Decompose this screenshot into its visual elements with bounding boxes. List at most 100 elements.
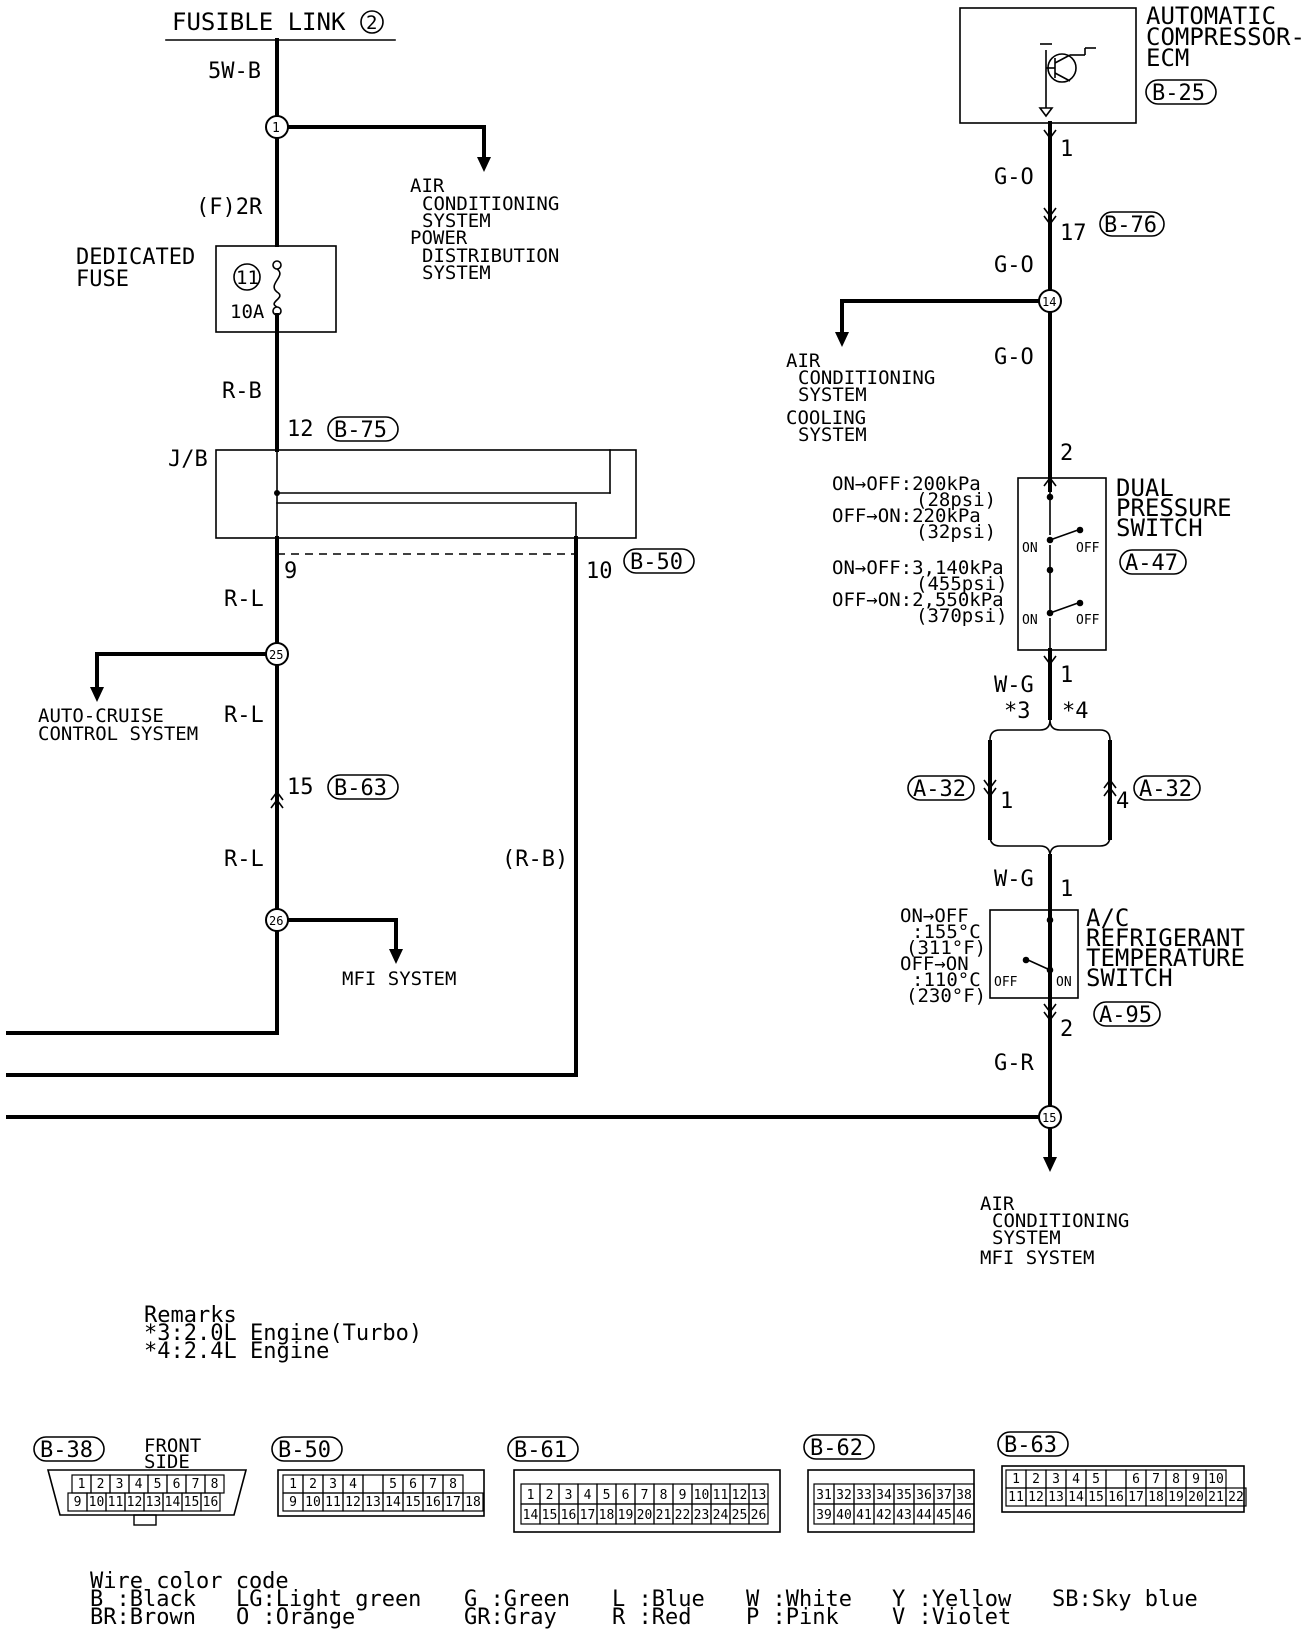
connector-pin-label: 12 bbox=[127, 1495, 143, 1510]
dest-cruise-1: CONTROL SYSTEM bbox=[38, 723, 198, 745]
connector-pin-label: 15 bbox=[184, 1495, 200, 1510]
connector-b63-badge bbox=[327, 774, 399, 800]
connector-pin-label: 14 bbox=[165, 1495, 181, 1510]
connector-pin-label: 25 bbox=[732, 1508, 748, 1523]
connector-pin-label: 9 bbox=[1192, 1472, 1200, 1487]
dest-top-2: SYSTEM bbox=[422, 210, 491, 232]
connector-pin-label: 6 bbox=[409, 1477, 417, 1492]
connector-pin-label: 26 bbox=[751, 1508, 767, 1523]
connector-b25-badge bbox=[1145, 79, 1217, 105]
connector-pin-label: 18 bbox=[465, 1495, 481, 1510]
connector-pin-label: 3 bbox=[116, 1477, 124, 1492]
wire-label-5wb: 5W-B bbox=[208, 59, 261, 84]
dps-spec-4b: (370psi) bbox=[916, 605, 1008, 627]
connector-pin-label: 33 bbox=[856, 1488, 872, 1503]
wire-label-rb: R-B bbox=[222, 379, 262, 404]
dest-ac-4: SYSTEM bbox=[798, 424, 867, 446]
fusible-link-badge bbox=[360, 10, 384, 34]
color-code-6: L :Blue bbox=[612, 1587, 705, 1612]
connector-pin-label: 6 bbox=[622, 1488, 630, 1503]
connector-pin-label: 14 bbox=[1068, 1490, 1084, 1505]
connector-chevron-icon bbox=[983, 779, 997, 798]
connector-pin-label: 39 bbox=[816, 1508, 832, 1523]
arrow-head-icon bbox=[1043, 1157, 1057, 1172]
connector-pin-label: 43 bbox=[896, 1508, 912, 1523]
dps-internal bbox=[1046, 478, 1084, 650]
dest-bottom-3: MFI SYSTEM bbox=[980, 1247, 1094, 1269]
connector-pin-label: 1 bbox=[1012, 1472, 1020, 1487]
connector-pin-label: 10 bbox=[89, 1495, 105, 1510]
junction-15 bbox=[1038, 1105, 1062, 1129]
dps-spec-2: OFF→ON:220kPa bbox=[832, 505, 981, 527]
connector-pin-label: 41 bbox=[856, 1508, 872, 1523]
connector-pin-label: 6 bbox=[173, 1477, 181, 1492]
arts-pin-top: 1 bbox=[1060, 877, 1073, 902]
connector-pin-cell bbox=[748, 1503, 769, 1525]
jb-label: J/B bbox=[168, 447, 208, 472]
connector-pin-label: 8 bbox=[449, 1477, 457, 1492]
connector-pin-label: 2 bbox=[546, 1488, 554, 1503]
arrow-head-icon bbox=[389, 949, 403, 964]
connector-pin-label: 24 bbox=[713, 1508, 729, 1523]
connector-pin-label: 13 bbox=[365, 1495, 381, 1510]
wire-label-go-1: G-O bbox=[994, 165, 1034, 190]
wire-label-go-2: G-O bbox=[994, 253, 1034, 278]
connector-pin-label: 22 bbox=[675, 1508, 691, 1523]
arts-spec-4: OFF→ON bbox=[900, 953, 969, 975]
connector-pin-label: 12 bbox=[732, 1488, 748, 1503]
fuse-label-2: FUSE bbox=[76, 267, 129, 292]
dps-off-2: OFF bbox=[1076, 613, 1100, 628]
connector-a95-id: A-95 bbox=[1099, 1003, 1152, 1028]
dps-pin-bot: 1 bbox=[1060, 663, 1073, 688]
transistor-icon bbox=[1038, 43, 1096, 118]
connector-b75-id: B-75 bbox=[334, 418, 387, 443]
connector-pin-label: 18 bbox=[599, 1508, 615, 1523]
connector-pin-label: 5 bbox=[389, 1477, 397, 1492]
color-code-9: P :Pink bbox=[746, 1605, 839, 1630]
connector-face-b63-id: B-63 bbox=[1004, 1433, 1057, 1458]
color-code-11: V :Violet bbox=[892, 1605, 1011, 1630]
fuse-number-badge bbox=[233, 263, 261, 291]
a32-star3: *3 bbox=[1004, 699, 1031, 724]
dps-label-1: DUAL bbox=[1116, 474, 1174, 502]
junction-14 bbox=[1038, 289, 1062, 313]
connector-pin-label: 5 bbox=[603, 1488, 611, 1503]
connector-pin-label: 2 bbox=[309, 1477, 317, 1492]
connector-b25-id: B-25 bbox=[1152, 81, 1205, 106]
junction-14-label: 14 bbox=[1042, 295, 1056, 309]
arts-on: ON bbox=[1056, 975, 1072, 990]
junction-15-label: 15 bbox=[1042, 1111, 1056, 1125]
dest-bottom-list: AIR CONDITIONING SYSTEM MFI SYSTEM bbox=[980, 1193, 1129, 1269]
connector-pin-label: 5 bbox=[1092, 1472, 1100, 1487]
connector-a47-id: A-47 bbox=[1125, 551, 1178, 576]
arts-label-3: TEMPERATURE bbox=[1086, 944, 1245, 972]
connector-pin-label: 14 bbox=[523, 1508, 539, 1523]
arts-pin-bot: 2 bbox=[1060, 1017, 1073, 1042]
color-code-0: B :Black bbox=[90, 1587, 196, 1612]
connector-face-b38-id: B-38 bbox=[40, 1438, 93, 1463]
dest-bottom-0: AIR bbox=[980, 1193, 1015, 1215]
connector-pin-cell bbox=[1105, 1469, 1127, 1489]
connector-pin-label: 15 bbox=[405, 1495, 421, 1510]
arts-spec-5: :110°C bbox=[912, 969, 981, 991]
connector-pin-label: 3 bbox=[1052, 1472, 1060, 1487]
ecm-label-1: AUTOMATIC bbox=[1146, 2, 1276, 30]
connector-chevron-icon bbox=[1043, 129, 1057, 140]
connector-pin-label: 15 bbox=[1088, 1490, 1104, 1505]
wire-label-rb-paren: (R-B) bbox=[502, 847, 568, 872]
connector-pin-label: 16 bbox=[425, 1495, 441, 1510]
connector-b76-pin: 17 bbox=[1060, 221, 1087, 246]
arts-off: OFF bbox=[994, 975, 1018, 990]
dest-top-5: SYSTEM bbox=[422, 262, 491, 284]
color-code-5: GR:Gray bbox=[464, 1605, 557, 1630]
fuse-number: 11 bbox=[236, 267, 259, 289]
connector-b63-id: B-63 bbox=[334, 776, 387, 801]
connector-chevron-icon bbox=[1043, 207, 1057, 226]
arts-label-4: SWITCH bbox=[1086, 964, 1173, 992]
dual-pressure-switch bbox=[1017, 477, 1107, 651]
connector-pin-label: 36 bbox=[916, 1488, 932, 1503]
wire-label-wg-2: W-G bbox=[994, 867, 1034, 892]
